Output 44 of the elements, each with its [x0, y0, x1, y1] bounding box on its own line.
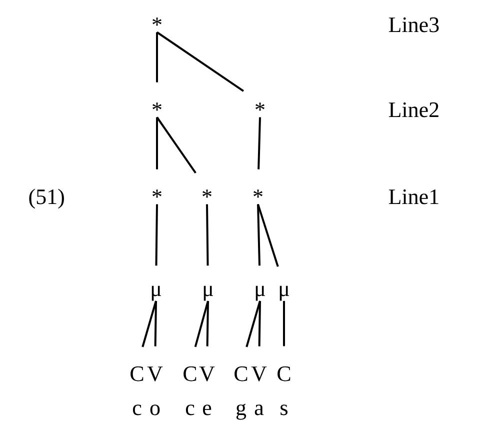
mora-symbol: μ [152, 286, 161, 301]
mora-symbol: μ [280, 286, 289, 301]
skeleton-slot: C [184, 366, 196, 382]
segment-letter: s [280, 404, 288, 416]
association-line [156, 117, 158, 170]
grid-mark: * [254, 190, 262, 198]
skeleton-slot: V [147, 366, 163, 382]
skeleton-slot: C [234, 366, 248, 382]
association-line [206, 300, 209, 346]
segment-letter: c [132, 404, 142, 416]
line-label: Line1 [388, 189, 438, 204]
grid-mark: * [202, 190, 212, 198]
skeleton-slot: V [199, 366, 215, 382]
mora-symbol: μ [256, 286, 265, 301]
segment-letter: o [150, 404, 160, 416]
association-line [258, 117, 261, 170]
association-line [155, 204, 158, 266]
association-line [246, 300, 261, 348]
skeleton-slot: C [278, 366, 290, 382]
skeleton-slot: V [251, 366, 267, 382]
segment-letter: c [186, 404, 194, 416]
grid-mark: * [152, 102, 162, 111]
skeleton-slot: C [130, 366, 144, 382]
association-line [257, 204, 260, 266]
segment-letter: a [254, 404, 264, 416]
association-line [156, 31, 244, 92]
grid-mark: * [152, 18, 162, 26]
segment-letter: g [236, 404, 246, 420]
association-line [206, 204, 209, 266]
association-line [142, 300, 157, 348]
association-line [283, 300, 285, 346]
association-line [156, 32, 158, 82]
line-label: Line3 [388, 17, 439, 32]
association-line [154, 300, 157, 346]
grid-mark: * [256, 102, 264, 111]
association-line [156, 116, 196, 174]
segment-letter: e [202, 404, 212, 416]
association-line [258, 300, 261, 346]
mora-symbol: μ [204, 286, 213, 301]
association-line [257, 204, 279, 267]
grid-mark: * [152, 190, 162, 198]
example-number: (51) [29, 188, 64, 209]
line-label: Line2 [388, 102, 438, 118]
association-line [194, 300, 209, 348]
